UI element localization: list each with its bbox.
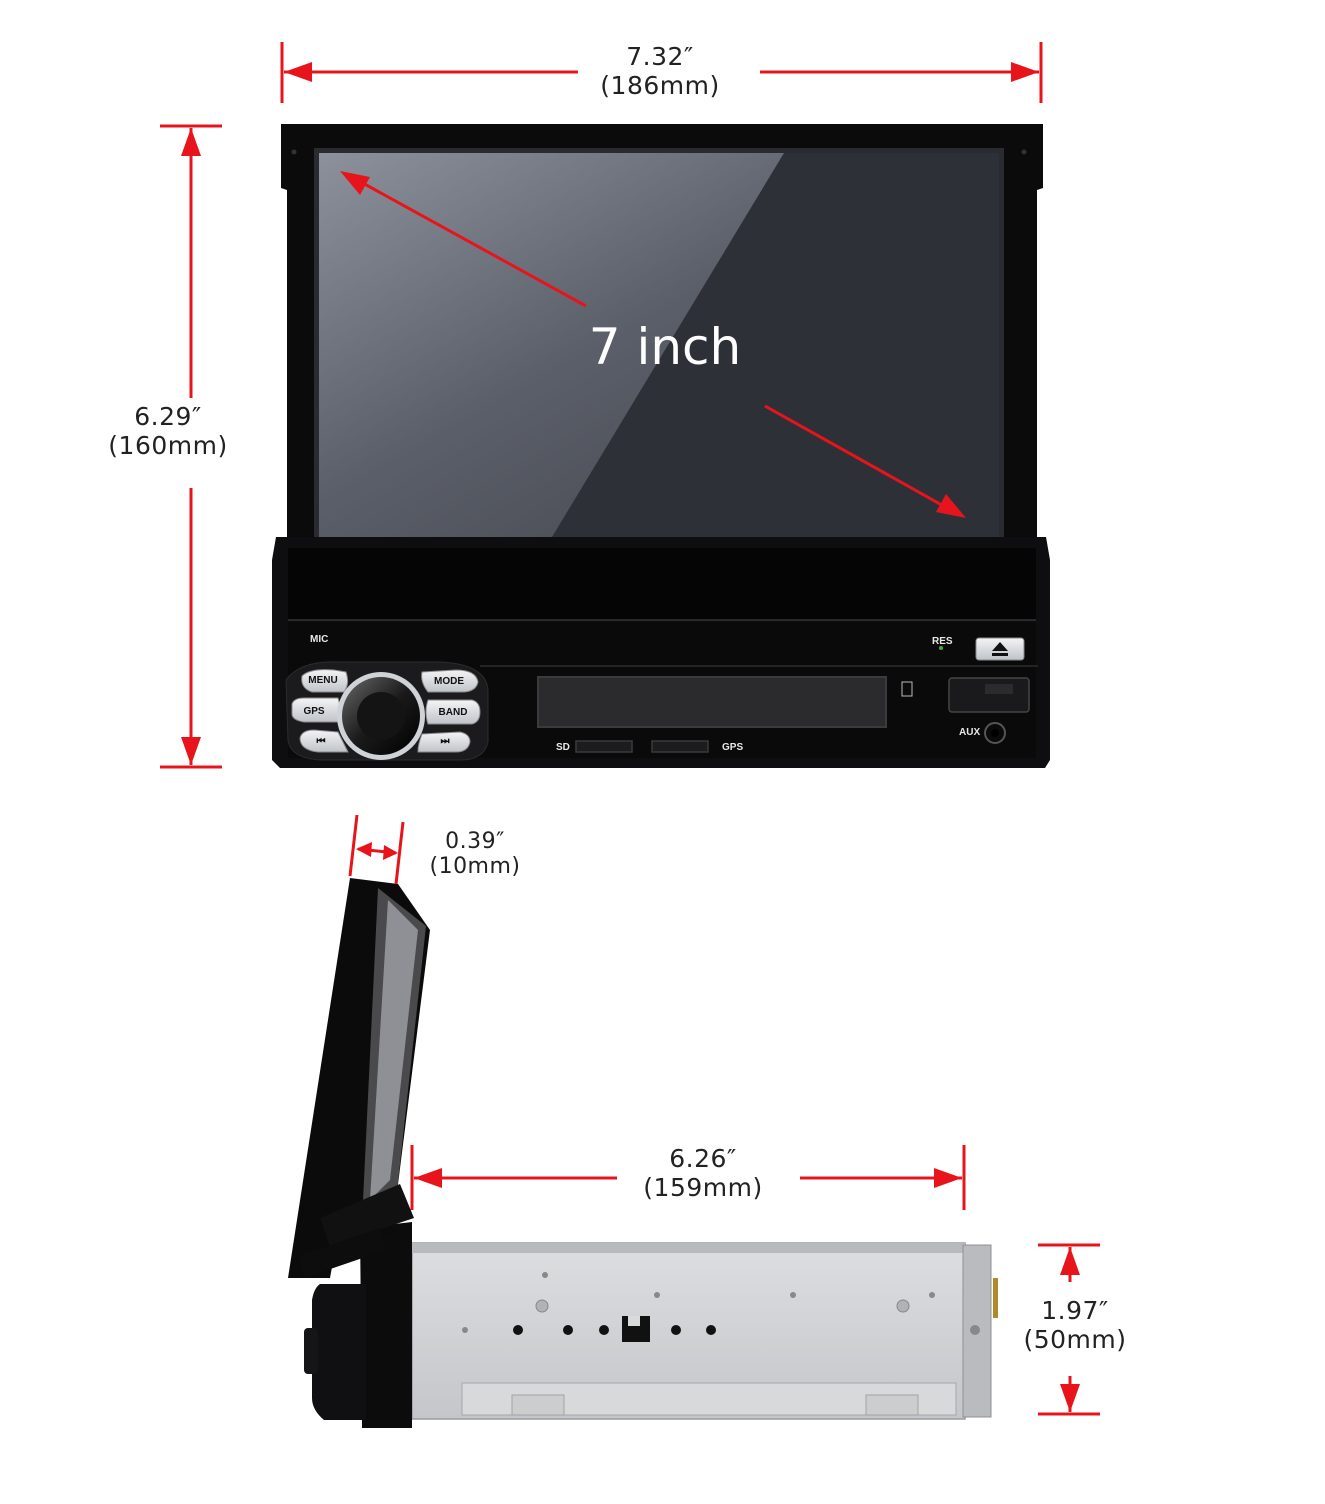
band-button-label: BAND	[438, 707, 468, 718]
height-mm: (160mm)	[108, 431, 228, 460]
eject-button[interactable]	[975, 637, 1025, 661]
mode-button-label: MODE	[434, 676, 464, 687]
sd-slot-label: SD	[556, 742, 570, 753]
depth-inch: 6.26″	[669, 1144, 737, 1173]
prev-track-button[interactable]	[299, 729, 349, 753]
depth-mm: (159mm)	[643, 1173, 763, 1202]
volume-knob[interactable]	[337, 672, 425, 760]
mic-label: MIC	[310, 634, 329, 645]
band-button[interactable]	[425, 699, 481, 725]
side-view	[288, 878, 998, 1428]
body-height-mm: (50mm)	[1023, 1325, 1127, 1354]
prev-icon: ⏮	[316, 736, 326, 747]
depth-dimension	[410, 1145, 966, 1210]
aux-label: AUX	[959, 727, 981, 738]
menu-button-label: MENU	[308, 675, 338, 686]
thickness-inch: 0.39″	[445, 829, 505, 854]
width-mm: (186mm)	[600, 71, 720, 100]
gps-button-label: GPS	[303, 706, 325, 717]
height-label: 6.29″ (160mm)	[98, 402, 238, 460]
gps-slot-label: GPS	[722, 742, 744, 753]
res-label: RES	[932, 636, 953, 647]
height-dimension	[160, 124, 222, 769]
screen-diagonal-arrows	[340, 171, 966, 518]
menu-button[interactable]	[301, 669, 349, 693]
depth-label: 6.26″ (159mm)	[618, 1144, 788, 1202]
body-height-label: 1.97″ (50mm)	[1010, 1296, 1140, 1354]
thickness-mm: (10mm)	[429, 854, 521, 879]
front-view	[272, 124, 1050, 768]
width-label: 7.32″ (186mm)	[560, 42, 760, 100]
height-inch: 6.29″	[134, 402, 202, 431]
thickness-dimension	[348, 814, 405, 885]
mode-button[interactable]	[421, 669, 479, 693]
next-icon: ⏭	[440, 736, 450, 747]
width-dimension	[280, 42, 1043, 103]
next-track-button[interactable]	[417, 731, 471, 753]
screen-size-label: 7 inch	[588, 318, 742, 376]
body-height-dimension	[1038, 1243, 1100, 1416]
thickness-label: 0.39″ (10mm)	[410, 829, 540, 879]
width-inch: 7.32″	[626, 42, 694, 71]
body-height-inch: 1.97″	[1041, 1296, 1109, 1325]
